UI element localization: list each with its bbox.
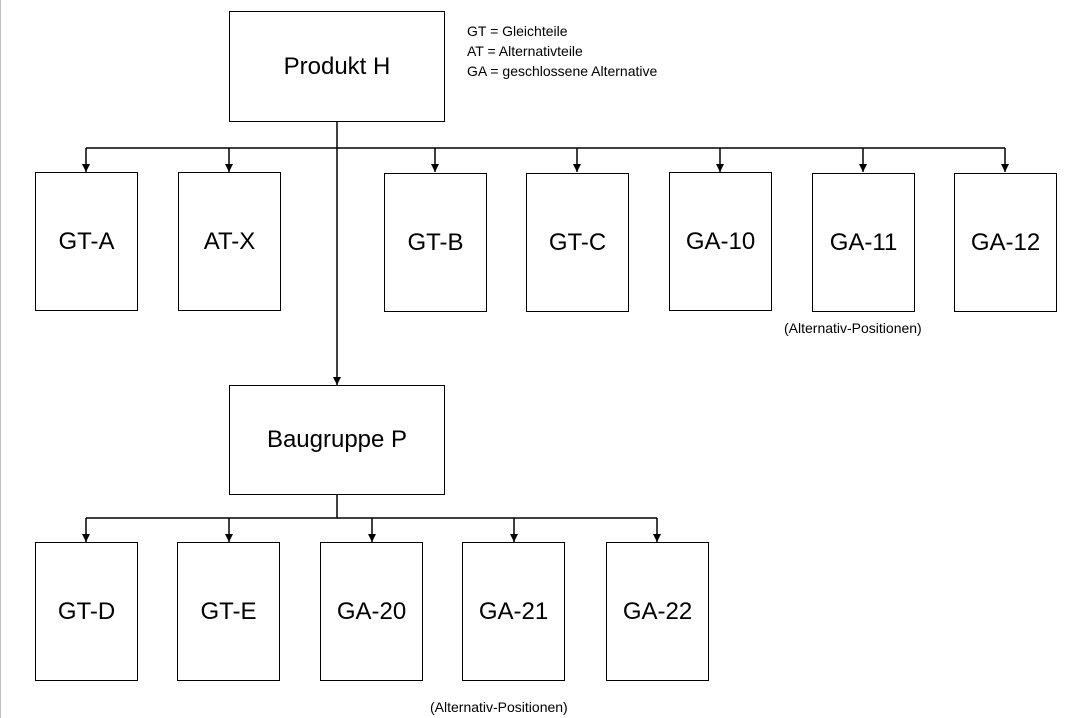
node-baugruppe-p: Baugruppe P (229, 385, 445, 495)
node-ga-10: GA-10 (669, 172, 772, 311)
note-alternativ-positionen-bottom: (Alternativ-Positionen) (430, 699, 568, 715)
node-gt-d: GT-D (35, 542, 138, 681)
node-gt-a: GT-A (35, 172, 138, 311)
legend: GT = Gleichteile AT = Alternativteile GA… (467, 21, 657, 81)
node-gt-c: GT-C (526, 173, 629, 312)
node-ga-12: GA-12 (954, 173, 1057, 312)
legend-item-gt: GT = Gleichteile (467, 23, 568, 39)
legend-item-at: AT = Alternativteile (467, 43, 583, 59)
node-ga-21: GA-21 (462, 542, 565, 681)
node-produkt-h: Produkt H (229, 11, 445, 122)
node-gt-b: GT-B (384, 173, 487, 312)
node-gt-e: GT-E (177, 542, 280, 681)
node-ga-20: GA-20 (320, 542, 423, 681)
note-alternativ-positionen-top: (Alternativ-Positionen) (784, 320, 922, 336)
node-at-x: AT-X (178, 172, 281, 311)
node-ga-11: GA-11 (812, 173, 915, 312)
legend-item-ga: GA = geschlossene Alternative (467, 63, 658, 79)
node-ga-22: GA-22 (606, 542, 709, 681)
